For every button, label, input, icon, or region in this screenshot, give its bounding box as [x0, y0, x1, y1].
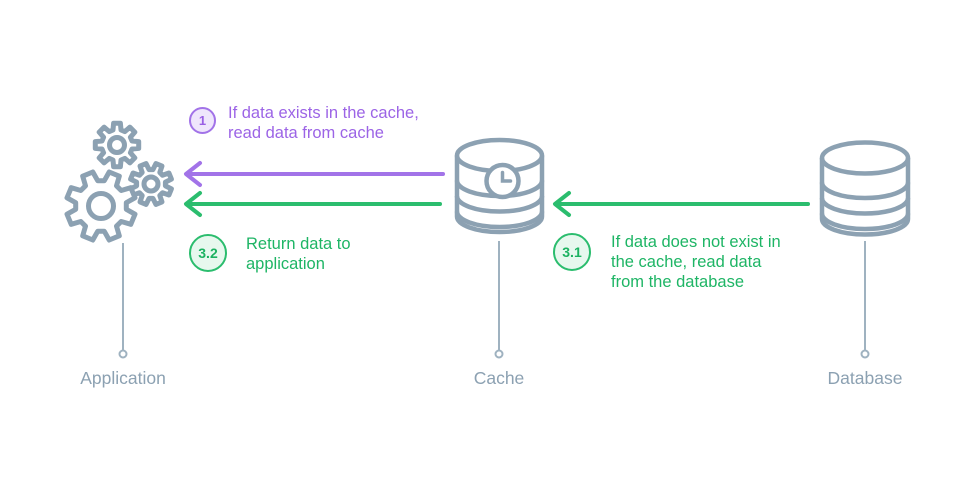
database-label: Database [827, 368, 903, 388]
cache-label: Cache [473, 368, 525, 388]
step-1-badge: 1 [189, 107, 216, 134]
arrow-cache-to-application [184, 161, 445, 187]
gears-icon [64, 120, 174, 243]
step-1-note: If data exists in the cache, read data f… [228, 104, 419, 142]
cache-db-icon [454, 137, 545, 235]
step-3-1-badge: 3.1 [553, 233, 591, 271]
arrow-return-to-application [184, 191, 442, 217]
clock-icon [484, 162, 521, 200]
database-icon [819, 140, 911, 237]
arrow-database-to-cache [553, 191, 810, 217]
step-3-2-note: Return data to application [246, 235, 351, 273]
step-3-2-badge: 3.2 [189, 234, 227, 272]
step-3-1-note: If data does not exist in the cache, rea… [611, 233, 781, 291]
connector-lines [118, 241, 870, 359]
application-label: Application [80, 368, 166, 388]
